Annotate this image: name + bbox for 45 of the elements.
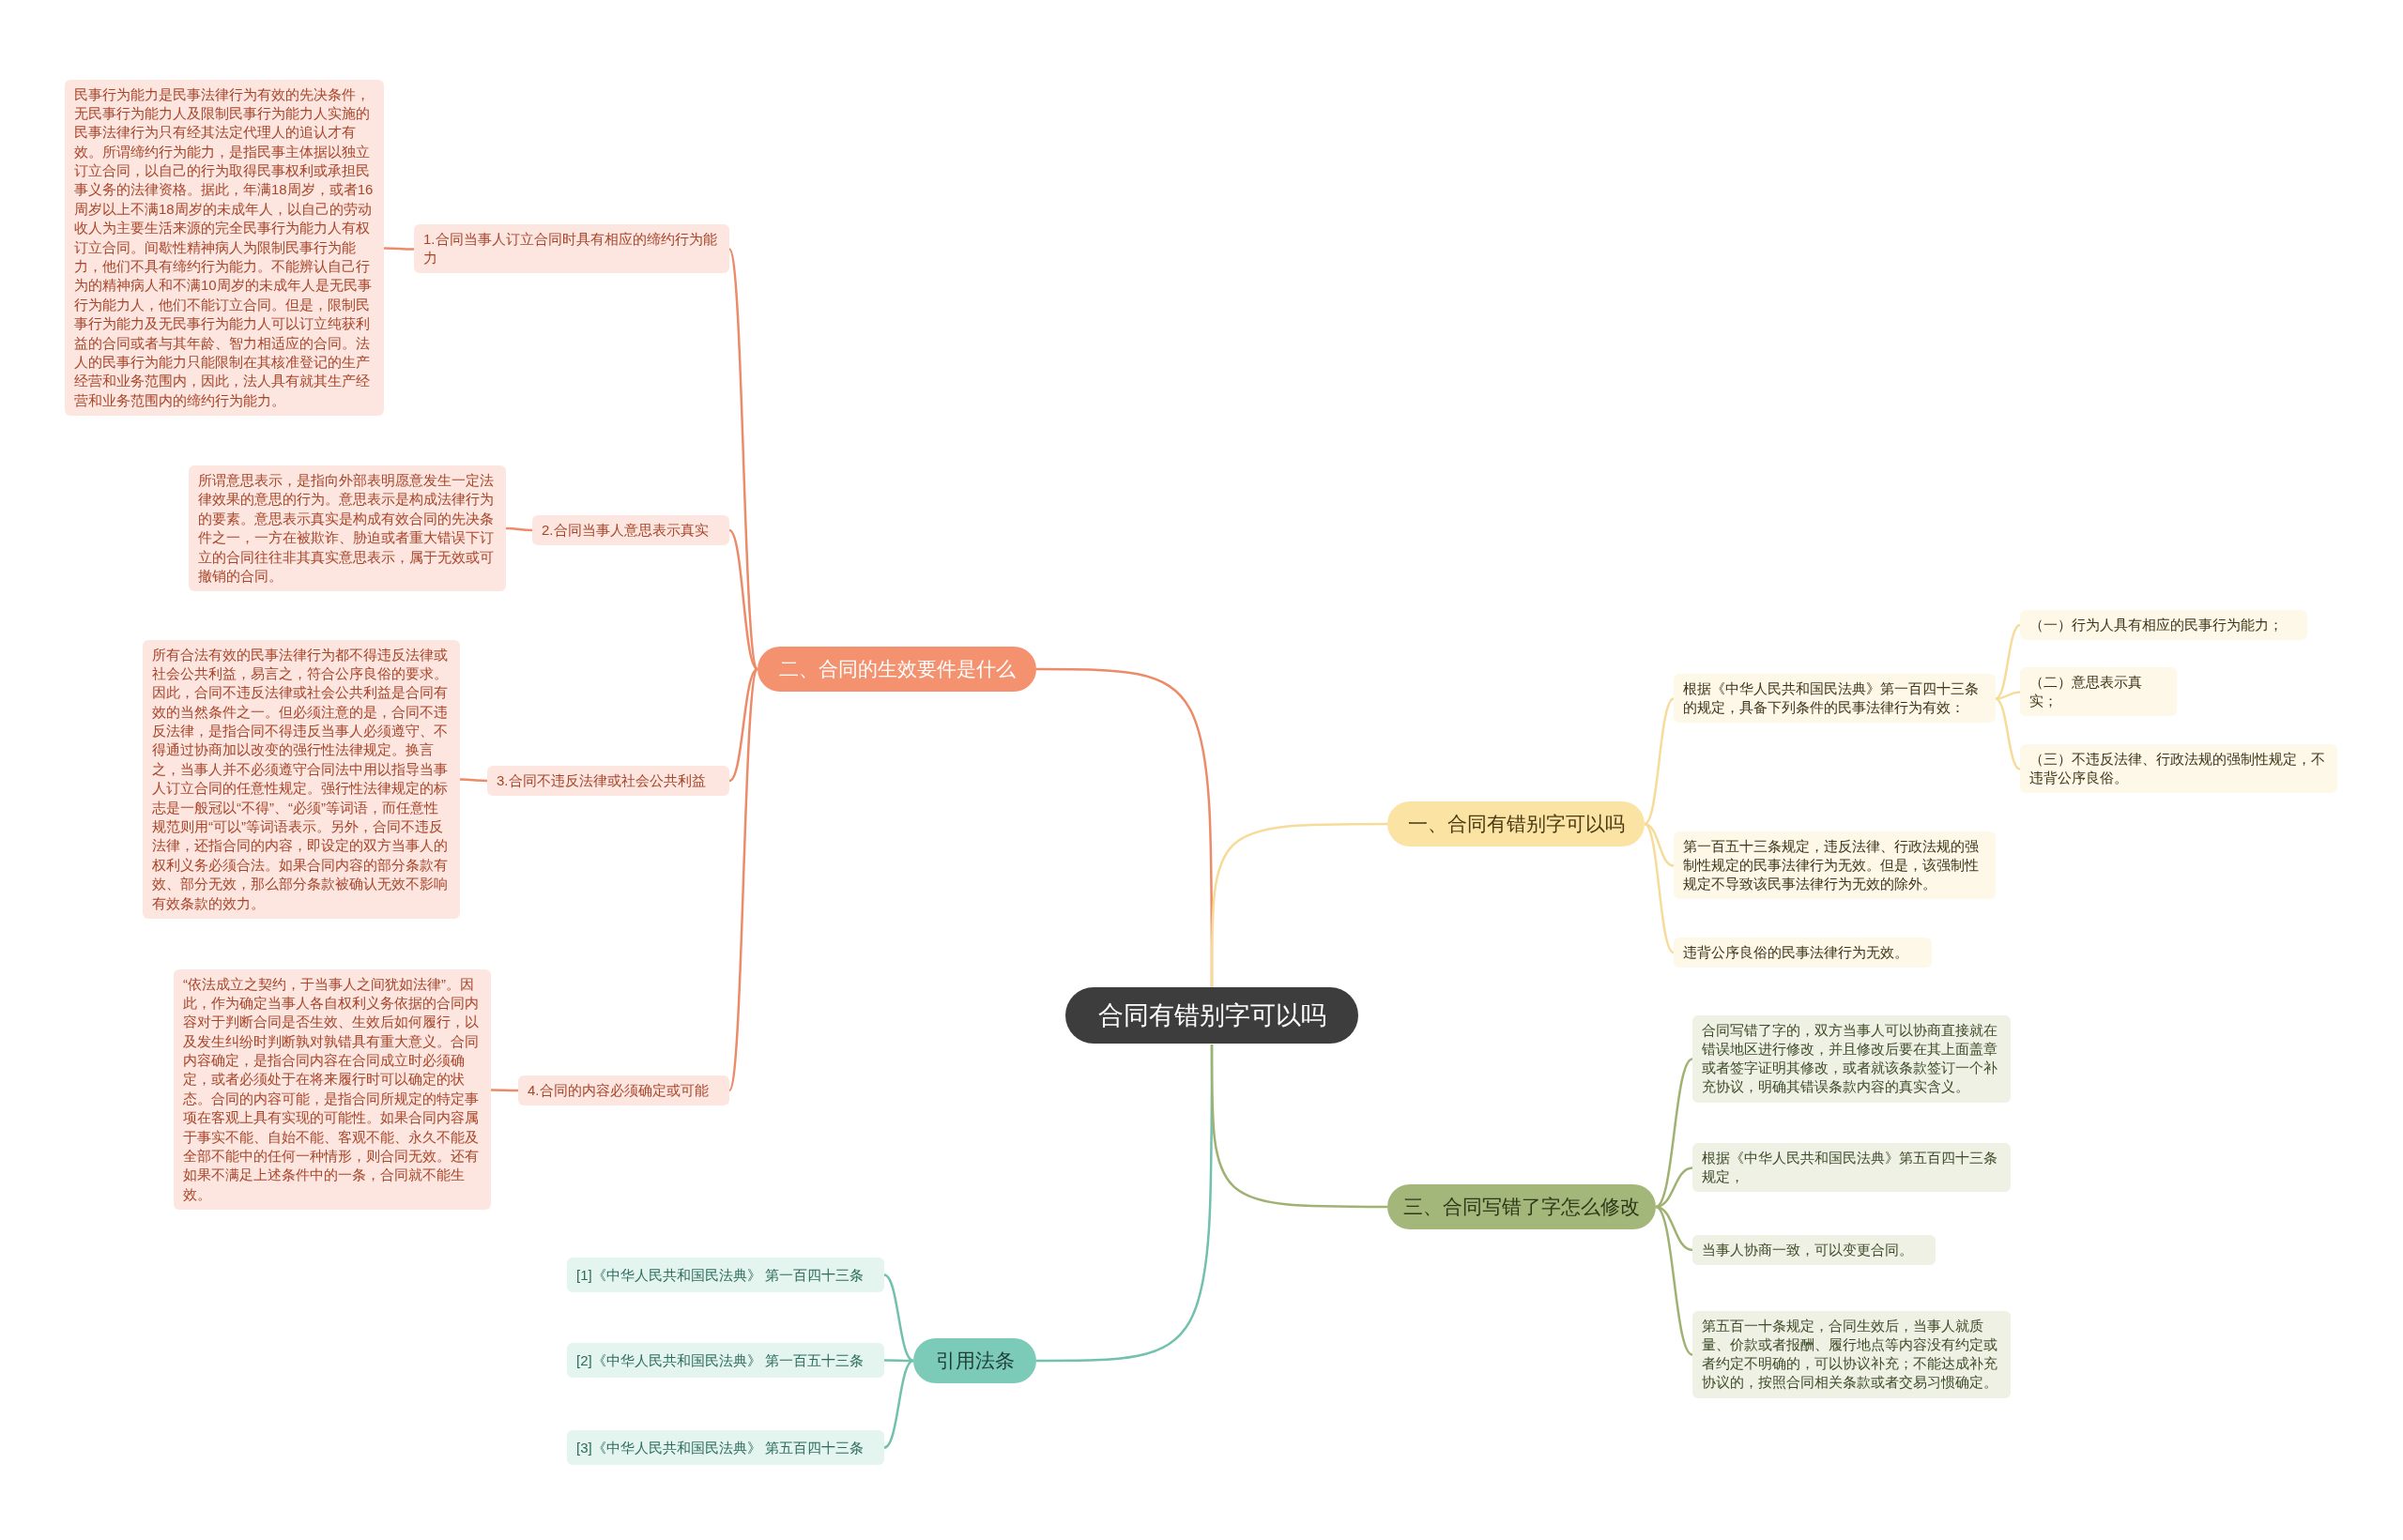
- central-topic: 合同有错别字可以吗: [1065, 986, 1358, 1044]
- connector-line: [727, 668, 759, 1091]
- connector-line: [1644, 823, 1675, 953]
- branch-topic: 一、合同有错别字可以吗: [1387, 801, 1645, 846]
- connector-line: [384, 247, 414, 251]
- branch-topic: 引用法条: [913, 1338, 1036, 1383]
- note-box: 第五百一十条规定，合同生效后，当事人就质量、价款或者报酬、履行地点等内容没有约定或者约定不明确的，可以协议补充；不能达成补充协议的，按照合同相关条款或者交易习惯确定。: [1692, 1310, 2011, 1398]
- note-box: 合同写错了字的，双方当事人可以协商直接就在错误地区进行修改，并且修改后要在其上面盖章或者签字证明其修改，或者就该条款签订一个补充协议，明确其错误条款内容的真实含义。: [1692, 1014, 2011, 1103]
- subtopic-box: 2.合同当事人意思表示真实: [532, 515, 729, 546]
- connector-line: [884, 1359, 913, 1363]
- connector-line: [883, 1359, 914, 1449]
- note-box: 所谓意思表示，是指向外部表明愿意发生一定法律效果的意思的行为。意思表示是构成法律行为的要素。意思表示真实是构成有效合同的先决条件之一，一方在被欺诈、胁迫或者重大错误下订立的合同往往非其真实意思表示，属于无效或可撤销的合同。: [189, 465, 506, 592]
- connector-line: [491, 1089, 518, 1092]
- note-box: 根据《中华人民共和国民法典》第一百四十三条的规定，具备下列条件的民事法律行为有效：: [1674, 673, 1996, 723]
- connector-line: [1655, 1205, 1693, 1356]
- connector-line: [728, 667, 758, 783]
- subtopic-box: 3.合同不违反法律或社会公共利益: [487, 766, 729, 797]
- connector-line: [460, 778, 487, 783]
- note-box: 当事人协商一致，可以变更合同。: [1692, 1235, 1936, 1266]
- subtopic-box: 1.合同当事人订立合同时具有相应的缔约行为能力: [414, 223, 729, 273]
- connector-line: [727, 249, 759, 670]
- connector-line: [1995, 623, 2021, 700]
- note-box: 所有合法有效的民事法律行为都不得违反法律或社会公共利益，易言之，符合公序良俗的要求。因此，合同不违反法律或社会公共利益是合同有效的当然条件之一。但必须注意的是，合同不违反法律，是指合同不得违反当事人必须遵守、不得通过协商加以改变的强行性法律规定。换言之，当事人并不必须遵守合同法中用以指导当事人订立合同的任意性规定。强行性法律规定的标志是一般冠以“不得”、“必须”等词语，而任意性规范则用“可以”等词语表示。另外，合同不违反法律，还指合同的内容，即设定的双方当事人的权利义务必须合法。如果合同内容的部分条款有效、部分无效，那么部分条款被确认无效不影响有效条款的效力。: [143, 639, 460, 919]
- note-box: 违背公序良俗的民事法律行为无效。: [1674, 938, 1932, 968]
- connector-line: [1995, 697, 2021, 770]
- note-box: （一）行为人具有相应的民事行为能力；: [2020, 610, 2307, 641]
- connector-line: [1644, 697, 1675, 825]
- note-box: “依法成立之契约，于当事人之间犹如法律”。因此，作为确定当事人各自权利义务依据的合同内容对于判断合同是否生效、生效后如何履行，以及发生纠纷时判断孰对孰错具有重大意义。合同内容确定，是指合同内容在合同成立时必须确定，或者必须处于在将来履行时可以确定的状态。合同的内容可能，是指合同所规定的特定事项在客观上具有实现的可能性。如果合同内容属于事实不能、自始不能、客观不能、永久不能及全部不能中的任何一种情形，则合同无效。还有如果不满足上述条件中的一条，合同就不能生效。: [174, 968, 491, 1211]
- connector-line: [728, 529, 758, 670]
- subtopic-box: 4.合同的内容必须确定或可能: [518, 1075, 729, 1106]
- note-box: 根据《中华人民共和国民法典》第五百四十三条规定，: [1692, 1142, 2011, 1192]
- branch-topic: 三、合同写错了字怎么修改: [1387, 1184, 1656, 1229]
- connector-line: [883, 1273, 914, 1363]
- connector-line: [1210, 822, 1387, 987]
- branch-topic: 二、合同的生效要件是什么: [758, 647, 1036, 692]
- note-box: （三）不违反法律、行政法规的强制性规定，不违背公序良俗。: [2020, 743, 2337, 793]
- connector-line: [1210, 1044, 1387, 1209]
- citation-box: [3]《中华人民共和国民法典》 第五百四十三条: [567, 1429, 884, 1465]
- citation-box: [1]《中华人民共和国民法典》 第一百四十三条: [567, 1257, 884, 1292]
- connector-line: [506, 526, 532, 532]
- citation-box: [2]《中华人民共和国民法典》 第一百五十三条: [567, 1342, 884, 1378]
- note-box: 民事行为能力是民事法律行为有效的先决条件，无民事行为能力人及限制民事行为能力人实施的民事法律行为只有经其法定代理人的追认才有效。所谓缔约行为能力，是指民事主体据以独立订立合同，以自己的行为取得民事权利或承担民事义务的法律资格。据此，年满18周岁，或者16周岁以上不满18周岁的未成年人，以自己的劳动收人为主要生活来源的完全民事行为能力人有权订立合同。间歇性精神病人为限制民事行为能力，他们不具有缔约行为能力。不能辨认自己行为的精神病人和不满10周岁的未成年人是无民事行为能力人，他们不能订立合同。但是，限制民事行为能力及无民事行为能力人可以订立纯获利益的合同或者与其年龄、智力相适应的合同。法人的民事行为能力只能限制在其核准登记的生产经营和业务范围内，因此，法人具有就其生产经营和业务范围内的缔约行为能力。: [65, 79, 384, 417]
- note-box: （二）意思表示真实；: [2020, 666, 2177, 716]
- connector-line: [1655, 1058, 1693, 1209]
- note-box: 第一百五十三条规定，违反法律、行政法规的强制性规定的民事法律行为无效。但是，该强制性规定不导致该民事法律行为无效的除外。: [1674, 831, 1996, 900]
